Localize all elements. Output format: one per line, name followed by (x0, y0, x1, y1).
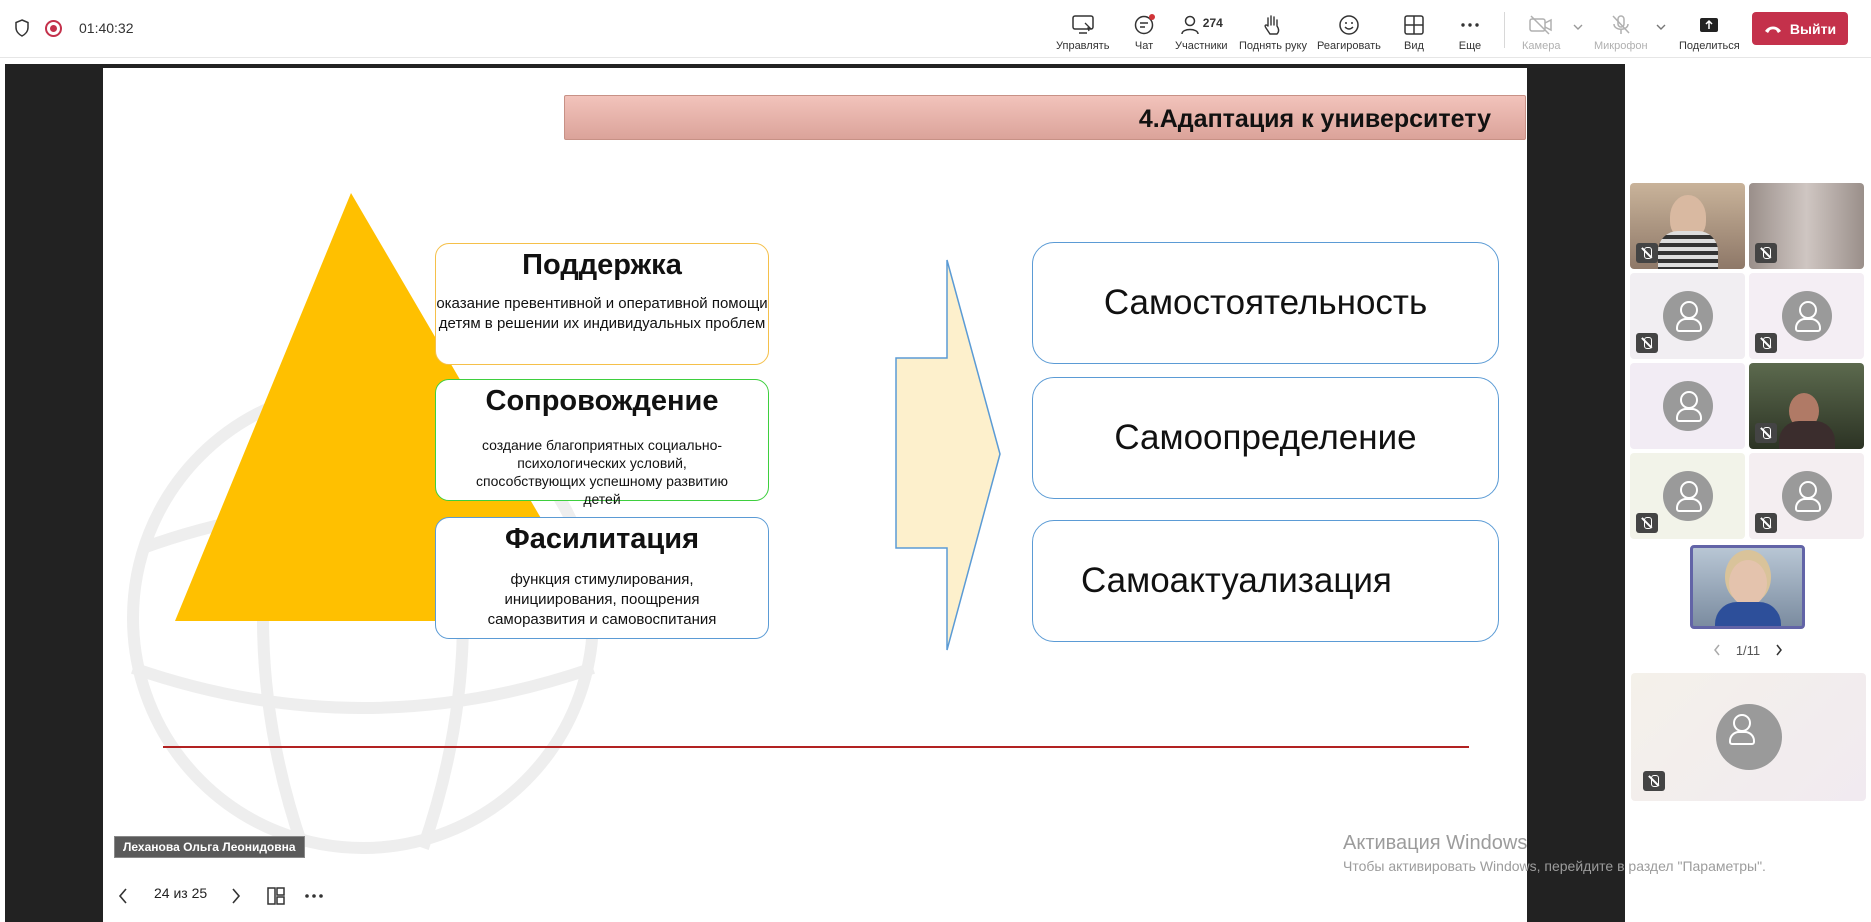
muted-mic-icon (1636, 513, 1658, 533)
outcome-self-actualization: Самоактуализация (1032, 520, 1499, 642)
participants-button[interactable]: 274 Участники (1175, 15, 1228, 52)
react-button[interactable]: Реагировать (1317, 8, 1381, 52)
slide-title-banner: 4.Адаптация к университету (564, 95, 1526, 140)
participant-video-tile[interactable] (1630, 183, 1745, 269)
slide-title: 4.Адаптация к университету (1138, 105, 1491, 133)
people-icon (1181, 15, 1199, 35)
microphone-options-chevron-down-icon[interactable] (1655, 22, 1667, 32)
raise-hand-icon (1260, 14, 1286, 36)
slide-divider-line (163, 746, 1469, 748)
avatar (1781, 291, 1832, 341)
support-card: Поддержка оказание превентивной и операт… (435, 243, 769, 365)
gallery-page-indicator: 1/11 (1735, 642, 1761, 658)
windows-activation-text: Чтобы активировать Windows, перейдите в … (1343, 858, 1766, 874)
camera-off-icon (1528, 14, 1554, 36)
view-button[interactable]: Вид (1401, 8, 1427, 52)
active-speaker-tile[interactable] (1690, 545, 1805, 629)
mic-off-icon (1608, 14, 1634, 36)
presenter-name-tag: Леханова Ольга Леонидовна (114, 836, 305, 858)
recording-indicator-icon (45, 20, 62, 37)
right-arrow-shape (895, 259, 1001, 651)
muted-mic-icon (1755, 243, 1777, 263)
microphone-button[interactable]: Микрофон (1594, 8, 1648, 52)
participant-video-tile[interactable] (1749, 183, 1864, 269)
slide-controls: 24 из 25 (103, 870, 1527, 922)
presentation-slide: 4.Адаптация к университету Поддержка ока… (103, 68, 1527, 870)
hang-up-icon (1764, 26, 1781, 33)
participant-avatar-tile[interactable] (1749, 273, 1864, 359)
participant-avatar-tile-large[interactable] (1631, 673, 1866, 801)
participant-avatar-tile[interactable] (1630, 453, 1745, 539)
participant-avatar-tile[interactable] (1749, 453, 1864, 539)
avatar (1662, 381, 1713, 431)
camera-button[interactable]: Камера (1522, 8, 1560, 52)
slide-grid-icon[interactable] (266, 886, 286, 906)
windows-activation-title: Активация Windows (1343, 832, 1528, 854)
muted-mic-icon (1643, 771, 1665, 791)
share-icon (1696, 14, 1722, 36)
meeting-timer: 01:40:32 (79, 20, 134, 36)
participant-avatar-tile[interactable] (1630, 363, 1745, 449)
outcome-self-determination: Самоопределение (1032, 377, 1499, 499)
support-card-text: оказание превентивной и оперативной помо… (436, 295, 768, 332)
facilitation-card: Фасилитация функция стимулирования, иниц… (435, 517, 769, 639)
more-button[interactable]: Еще (1457, 8, 1483, 52)
muted-mic-icon (1755, 513, 1777, 533)
participant-video-tile[interactable] (1749, 363, 1864, 449)
next-page-chevron-right-icon[interactable] (1774, 643, 1784, 657)
chat-button[interactable]: Чат (1131, 8, 1157, 52)
shield-icon (15, 19, 29, 37)
chat-icon (1131, 14, 1157, 36)
previous-slide-chevron-left-icon[interactable] (117, 887, 129, 905)
raise-hand-button[interactable]: Поднять руку (1239, 8, 1307, 52)
next-slide-chevron-right-icon[interactable] (230, 887, 242, 905)
toolbar-divider (1504, 12, 1505, 48)
avatar (1715, 704, 1782, 770)
facilitation-card-text: функция стимулирования, инициирования, п… (487, 571, 717, 628)
outcome-independence: Самостоятельность (1032, 242, 1499, 364)
previous-page-chevron-left-icon[interactable] (1712, 643, 1722, 657)
pyramid-shape (175, 193, 601, 621)
leave-button[interactable]: Выйти (1752, 12, 1848, 45)
facilitation-card-title: Фасилитация (505, 523, 699, 555)
manage-icon (1070, 14, 1096, 36)
avatar (1781, 471, 1832, 521)
more-icon (1457, 14, 1483, 36)
accompaniment-card-text: создание благоприятных социально-психоло… (476, 437, 728, 507)
view-icon (1401, 14, 1427, 36)
participant-avatar-tile[interactable] (1630, 273, 1745, 359)
avatar (1662, 471, 1713, 521)
support-card-title: Поддержка (522, 249, 682, 281)
manage-button[interactable]: Управлять (1056, 8, 1109, 52)
muted-mic-icon (1636, 243, 1658, 263)
react-icon (1336, 14, 1362, 36)
muted-mic-icon (1755, 423, 1777, 443)
accompaniment-card-title: Сопровождение (485, 385, 719, 417)
meeting-toolbar: 01:40:32 Управлять Чат 274 Участники Под… (0, 0, 1871, 58)
slide-counter: 24 из 25 (154, 885, 208, 901)
avatar (1662, 291, 1713, 341)
participant-count: 274 (1202, 16, 1223, 30)
share-button[interactable]: Поделиться (1679, 8, 1740, 52)
camera-options-chevron-down-icon[interactable] (1572, 22, 1584, 32)
slide-more-options-icon[interactable] (304, 892, 324, 900)
muted-mic-icon (1755, 333, 1777, 353)
accompaniment-card: Сопровождение создание благоприятных соц… (435, 379, 769, 507)
muted-mic-icon (1636, 333, 1658, 353)
gallery-pager: 1/11 (1712, 640, 1784, 660)
